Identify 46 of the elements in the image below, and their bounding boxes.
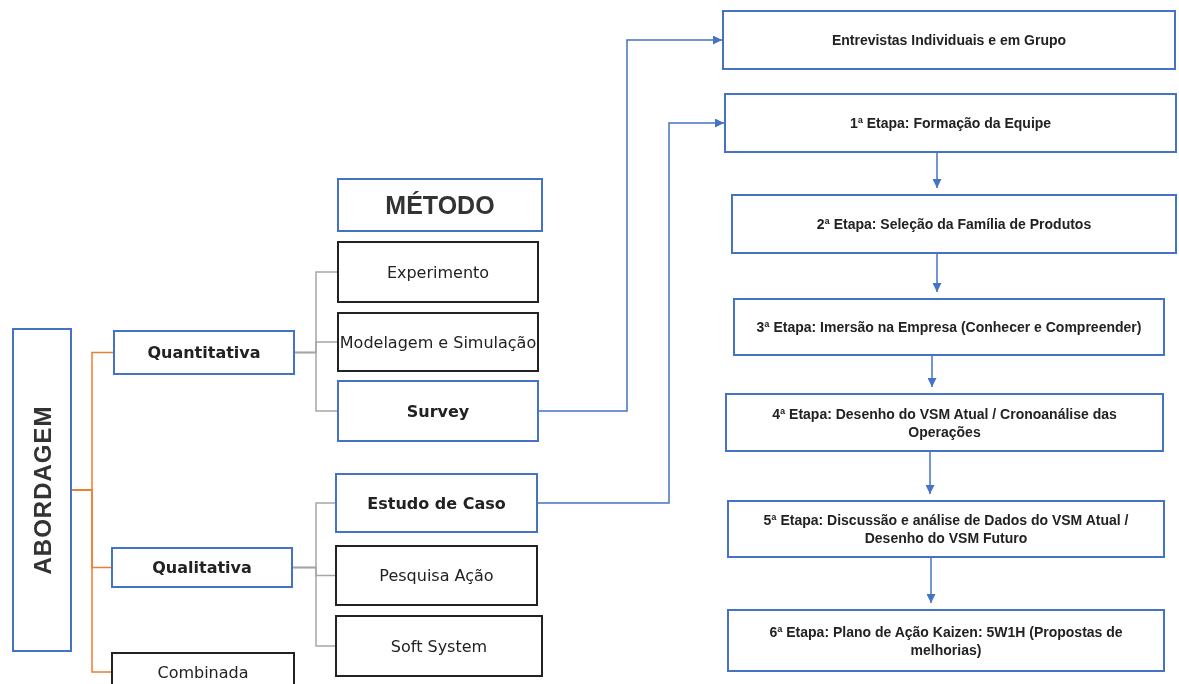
connector-line [292,566,336,647]
node-label: Entrevistas Individuais e em Grupo [830,31,1068,49]
process-box [335,615,543,677]
node-label: Survey [406,400,470,423]
process-box [335,473,538,533]
process-box [111,652,295,684]
process-box [731,194,1177,254]
process-box [335,545,538,606]
node-label: 2ª Etapa: Seleção da Família de Produtos [815,215,1093,233]
arrow [932,152,942,189]
process-box [727,500,1165,558]
node-label: Qualitativa [152,557,252,579]
node-label: Estudo de Caso [367,492,506,515]
process-box [337,380,539,442]
arrow [925,451,935,495]
node-label: Soft System [390,635,488,658]
process-box [337,312,539,372]
node-label: Combinada [157,661,249,684]
process-box [725,393,1164,452]
process-box [337,241,539,303]
arrow [932,253,942,293]
node-label: Modelagem e Simulação [339,331,537,354]
node-label: Pesquisa Ação [379,565,494,587]
arrow [927,355,937,388]
process-box [722,10,1176,70]
node-label: Experimento [386,261,490,284]
node-label: Quantitativa [147,342,261,364]
column-heading: MÉTODO [385,190,495,220]
process-box [733,298,1165,356]
node-label: ABORDAGEM [28,405,56,575]
arrow [537,118,725,504]
node-label: 3ª Etapa: Imersão na Empresa (Conhecer e Compreender) [755,318,1143,336]
process-box [113,330,295,375]
process-box [724,93,1177,153]
process-box [111,547,293,588]
node-label: 6ª Etapa: Plano de Ação Kaizen: 5W1H (Propostas de melhorias) [768,622,1124,659]
connector-line [71,489,112,673]
node-label: 4ª Etapa: Desenho do VSM Atual / Cronoanálise das Operações [771,404,1118,441]
node-label: 5ª Etapa: Discussão e análise de Dados do VSM Atual / Desenho do VSM Futuro [762,511,1130,547]
process-box [12,328,72,652]
arrow [538,35,723,412]
node-label: 1ª Etapa: Formação da Equipe [848,114,1053,132]
connector-line [294,351,338,412]
arrow [926,557,936,604]
process-box [337,178,543,232]
process-box [727,609,1165,672]
